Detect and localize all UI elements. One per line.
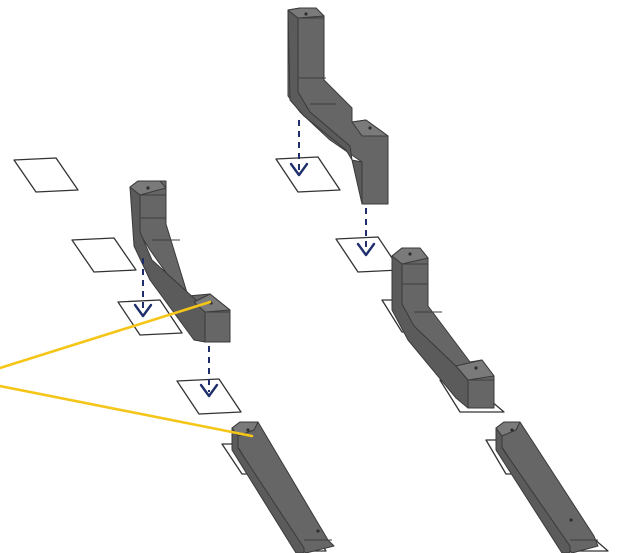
callout-line bbox=[0, 384, 254, 438]
right-slanted-bar bbox=[485, 421, 609, 553]
target-pad bbox=[335, 236, 401, 273]
arrow-head-icon bbox=[133, 303, 153, 318]
callout-lines bbox=[0, 300, 254, 438]
left-bent-part bbox=[129, 180, 231, 343]
arrow-icon-group bbox=[133, 258, 219, 398]
arrow-head-icon bbox=[199, 383, 219, 398]
floor-pad-group bbox=[13, 157, 137, 273]
floor-pad bbox=[13, 157, 79, 193]
arrow-head-icon bbox=[356, 242, 376, 257]
callout-line bbox=[0, 300, 212, 370]
floor-pad bbox=[71, 237, 137, 273]
target-pad bbox=[275, 156, 341, 193]
arrow-head-icon bbox=[289, 162, 309, 177]
left-slanted-bar bbox=[221, 421, 335, 553]
right-mid-bent-part bbox=[381, 247, 505, 413]
arrow-icon-group-right bbox=[289, 120, 376, 257]
right-hook-part bbox=[287, 7, 389, 205]
target-pad bbox=[117, 299, 183, 336]
